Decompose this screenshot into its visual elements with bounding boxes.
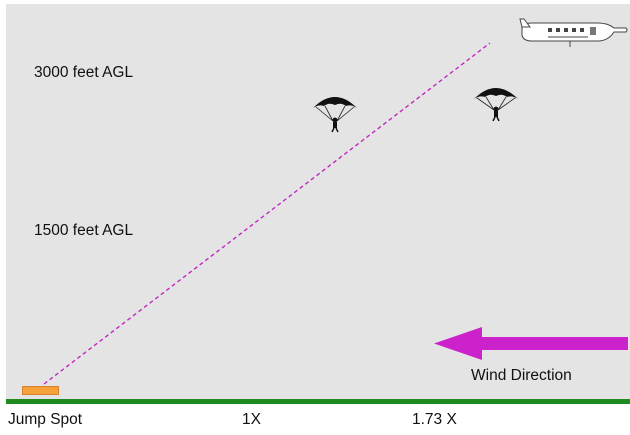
- distance-label-1x: 1X: [242, 411, 261, 428]
- jump-spot-label: Jump Spot: [8, 411, 83, 428]
- altitude-label-1500: 1500 feet AGL: [34, 222, 134, 239]
- flight-path-line: [43, 42, 491, 385]
- altitude-label-3000: 3000 feet AGL: [34, 64, 134, 81]
- wind-direction-label: Wind Direction: [471, 367, 572, 384]
- ground-line: [6, 399, 630, 404]
- distance-label-ratio: 1.73 X: [412, 411, 457, 428]
- jump-spot-marker: [22, 386, 59, 395]
- parachutist-icon: [474, 88, 518, 122]
- sky-background: [6, 4, 630, 400]
- parachutist-icon: [313, 97, 357, 133]
- airplane-icon: [519, 18, 628, 47]
- wind-arrow-icon: [434, 327, 628, 360]
